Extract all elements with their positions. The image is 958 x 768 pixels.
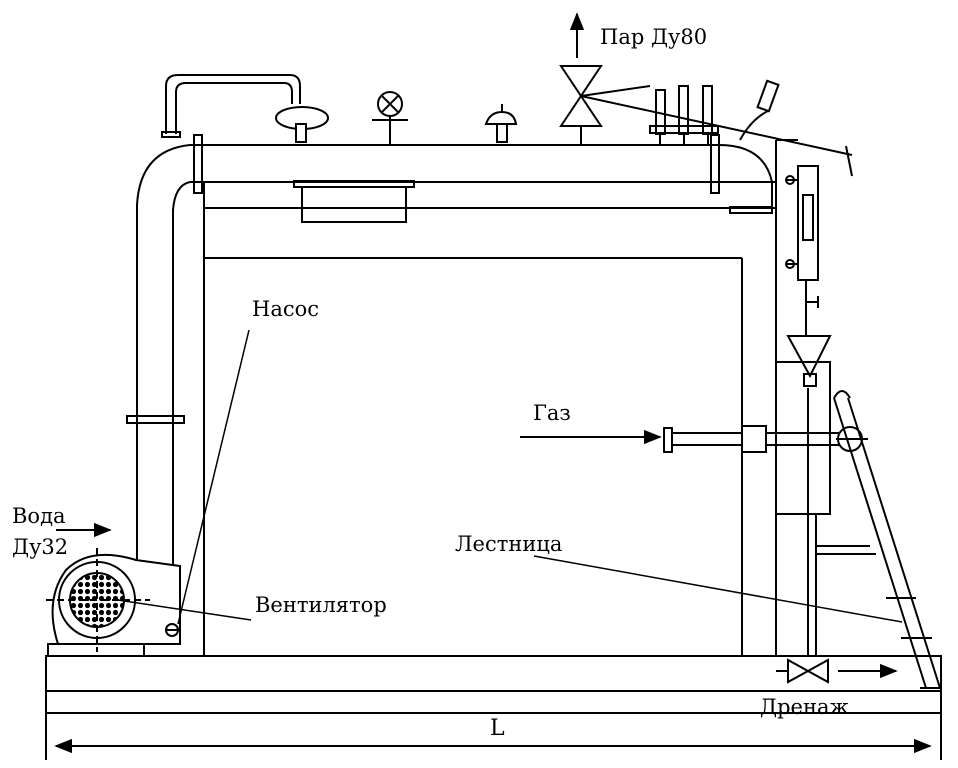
fan-label: Вентилятор — [255, 593, 387, 617]
ladder-label: Лестница — [455, 532, 562, 556]
top-drum-pipe — [190, 134, 773, 214]
fan — [46, 548, 181, 657]
pressure-gauge-left — [275, 106, 329, 143]
valve-gauge-center — [372, 91, 408, 145]
water-size-label: Ду32 — [12, 535, 68, 559]
collector-box — [293, 180, 415, 223]
level-gauge-column — [785, 165, 819, 336]
drain-valve — [776, 658, 829, 684]
gas-label: Газ — [533, 401, 571, 425]
boiler-body — [203, 139, 798, 657]
side-housing — [775, 361, 876, 656]
left-vertical-pipe — [126, 144, 191, 605]
gas-pipe — [663, 425, 868, 453]
pressure-gauge-right — [484, 104, 518, 143]
bypass-loop-pipe — [161, 74, 301, 138]
safety-valves — [649, 85, 719, 145]
ladder — [833, 390, 942, 689]
drain-label: Дренаж — [760, 695, 849, 719]
steam-valve — [559, 65, 853, 177]
water-label: Вода — [12, 504, 66, 528]
length-dimension — [45, 713, 942, 760]
drain-funnel — [786, 335, 832, 387]
length-label: L — [490, 716, 505, 741]
lever-handle — [739, 79, 780, 141]
pump-label: Насос — [252, 297, 319, 321]
leader-lines — [117, 329, 903, 625]
steam-label: Пар Ду80 — [600, 25, 707, 49]
